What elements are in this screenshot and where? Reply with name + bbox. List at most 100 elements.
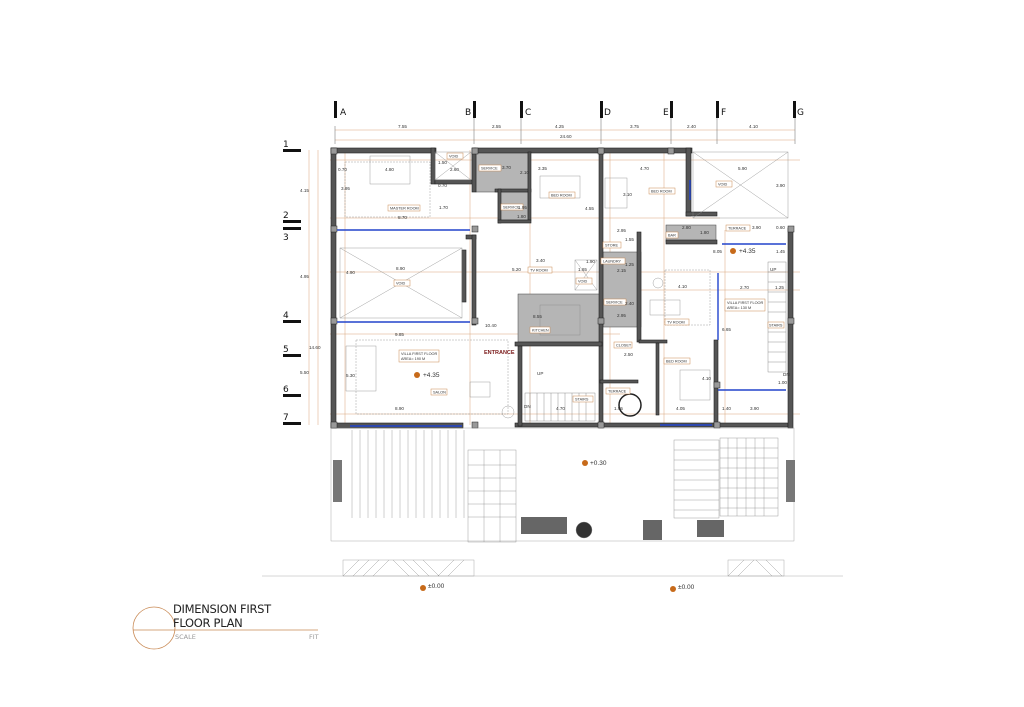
- svg-text:TERRACE: TERRACE: [728, 227, 747, 231]
- level-marker-icon: [582, 460, 588, 466]
- svg-text:3.35: 3.35: [538, 166, 547, 171]
- svg-text:24.60: 24.60: [560, 134, 572, 139]
- svg-text:5.50: 5.50: [300, 370, 309, 375]
- top-dimensions: 7.55 2.55 4.25 3.75 2.40 4.10 24.60: [334, 118, 796, 144]
- svg-text:1.25: 1.25: [775, 285, 784, 290]
- svg-text:8.90: 8.90: [395, 406, 404, 411]
- label-terrace-2: TERRACE: [605, 387, 631, 395]
- svg-text:B: B: [465, 108, 471, 118]
- svg-text:4.70: 4.70: [640, 166, 649, 171]
- svg-text:+4.35: +4.35: [739, 248, 756, 255]
- svg-text:1.95: 1.95: [518, 205, 527, 210]
- svg-text:4.05: 4.05: [676, 406, 685, 411]
- svg-text:3.90: 3.90: [750, 406, 759, 411]
- svg-text:CLOSET: CLOSET: [616, 344, 632, 348]
- label-void-2: VOID: [715, 180, 733, 188]
- svg-text:TV ROOM: TV ROOM: [530, 269, 548, 273]
- svg-text:0.70: 0.70: [438, 183, 447, 188]
- label-laundry: LAUNDRY: [600, 257, 626, 265]
- label-bed-room-2: BED ROOM: [648, 187, 676, 195]
- svg-text:4: 4: [283, 311, 289, 321]
- svg-text:4.55: 4.55: [585, 206, 594, 211]
- svg-text:KITCHEN: KITCHEN: [532, 329, 549, 333]
- svg-text:2.95: 2.95: [617, 313, 626, 318]
- svg-text:4.10: 4.10: [749, 124, 758, 129]
- label-tv-room-2: TV ROOM: [664, 318, 690, 326]
- glazing: [337, 180, 786, 427]
- svg-text:6.65: 6.65: [722, 327, 731, 332]
- svg-text:TV ROOM: TV ROOM: [667, 321, 685, 325]
- level-marker-icon: [730, 248, 736, 254]
- svg-text:UP: UP: [770, 267, 776, 272]
- exterior-ground: [262, 427, 843, 577]
- svg-text:F: F: [721, 108, 726, 118]
- svg-text:4.80: 4.80: [385, 167, 394, 172]
- svg-text:3.75: 3.75: [630, 124, 639, 129]
- label-void-4: VOID: [575, 277, 593, 285]
- svg-text:DIMENSION FIRST: DIMENSION FIRST: [173, 602, 272, 616]
- svg-text:1.25: 1.25: [625, 262, 634, 267]
- label-salon: SALON: [430, 388, 448, 396]
- svg-text:2.40: 2.40: [687, 124, 696, 129]
- svg-text:G: G: [797, 108, 804, 118]
- label-service-3: SERVICE: [603, 298, 627, 306]
- svg-text:SALON: SALON: [433, 391, 446, 395]
- svg-text:BED ROOM: BED ROOM: [666, 360, 687, 364]
- svg-text:14.60: 14.60: [309, 345, 321, 350]
- svg-text:1.50: 1.50: [438, 160, 447, 165]
- svg-text:1.80: 1.80: [700, 230, 709, 235]
- svg-text:2.50: 2.50: [624, 352, 633, 357]
- svg-text:MASTER ROOM: MASTER ROOM: [390, 207, 419, 211]
- svg-text:VILLA FIRST FLOOR: VILLA FIRST FLOOR: [401, 352, 437, 356]
- svg-text:3.40: 3.40: [536, 258, 545, 263]
- title-block: DIMENSION FIRST FLOOR PLAN SCALE FIT: [132, 602, 319, 650]
- svg-text:UP: UP: [537, 371, 543, 376]
- svg-text:2.15: 2.15: [617, 268, 626, 273]
- svg-text:3.10: 3.10: [623, 192, 632, 197]
- svg-text:0.60: 0.60: [776, 225, 785, 230]
- svg-text:8.70: 8.70: [398, 215, 407, 220]
- svg-text:±0.00: ±0.00: [678, 584, 695, 591]
- svg-text:3: 3: [283, 233, 289, 243]
- void-crosses: [339, 151, 789, 319]
- svg-text:3.95: 3.95: [341, 186, 350, 191]
- furniture: [344, 155, 711, 419]
- label-stairs-1: STAIRS: [572, 395, 594, 403]
- svg-text:4.70: 4.70: [556, 406, 565, 411]
- svg-text:LAUNDRY: LAUNDRY: [603, 260, 622, 264]
- svg-text:4.10: 4.10: [702, 376, 711, 381]
- svg-text:9.85: 9.85: [395, 332, 404, 337]
- reference-lines: [330, 150, 800, 425]
- label-void-3: VOID: [393, 279, 411, 287]
- svg-text:1.95: 1.95: [614, 406, 623, 411]
- label-service-2: SERVICE: [500, 203, 524, 211]
- svg-text:1.40: 1.40: [722, 406, 731, 411]
- svg-text:VOID: VOID: [449, 155, 459, 159]
- label-kitchen: KITCHEN: [529, 326, 551, 334]
- svg-text:A: A: [340, 108, 347, 118]
- svg-text:BED ROOM: BED ROOM: [551, 194, 572, 198]
- label-bed-room-1: BED ROOM: [548, 191, 576, 199]
- svg-text:4.15: 4.15: [300, 188, 309, 193]
- svg-text:5.90: 5.90: [738, 166, 747, 171]
- svg-text:10.40: 10.40: [485, 323, 497, 328]
- label-bed-room-3: BED ROOM: [663, 357, 691, 365]
- svg-text:1.00: 1.00: [778, 380, 787, 385]
- svg-text:DN: DN: [524, 404, 531, 409]
- svg-text:2.40: 2.40: [625, 301, 634, 306]
- level-marker-icon: [420, 585, 426, 591]
- svg-text:1.45: 1.45: [776, 249, 785, 254]
- svg-text:SCALE: SCALE: [175, 633, 196, 641]
- svg-text:6: 6: [283, 385, 289, 395]
- label-void-1: VOID: [446, 152, 464, 160]
- svg-text:±0.00: ±0.00: [428, 583, 445, 590]
- svg-text:2.10: 2.10: [520, 170, 529, 175]
- svg-text:2.55: 2.55: [492, 124, 501, 129]
- svg-text:8.90: 8.90: [396, 266, 405, 271]
- svg-text:VOID: VOID: [718, 183, 728, 187]
- level-marker-icon: [670, 586, 676, 592]
- label-stairs-2: STAIRS: [767, 321, 785, 329]
- svg-text:0.70: 0.70: [338, 167, 347, 172]
